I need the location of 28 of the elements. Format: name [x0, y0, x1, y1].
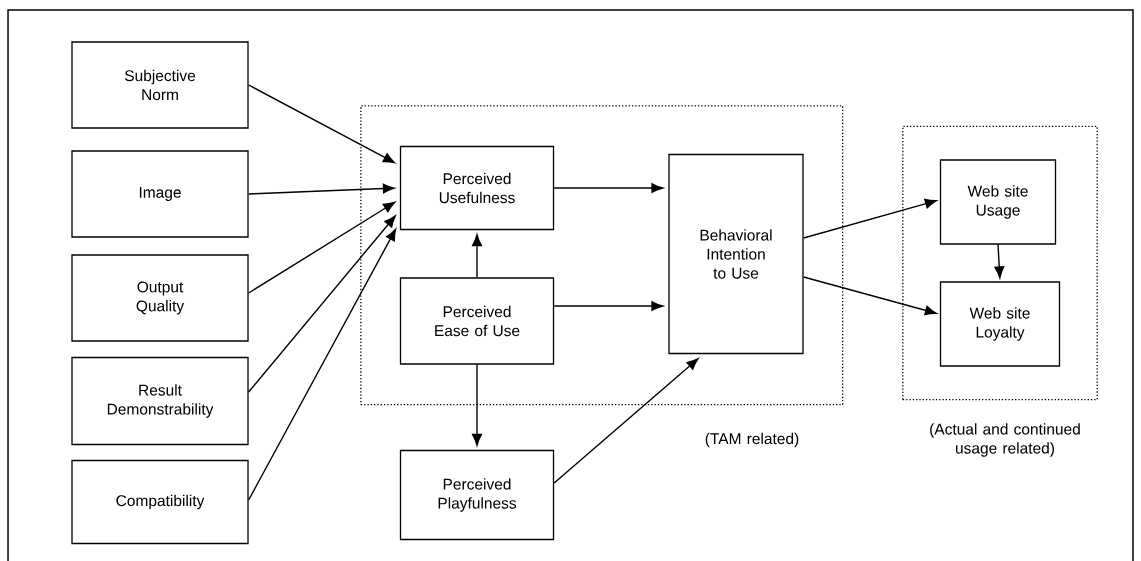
arrow [553, 301, 664, 311]
concept-box: Web site Loyalty [939, 281, 1061, 367]
arrow [247, 201, 396, 294]
concept-box: Perceived Ease of Use [399, 277, 555, 365]
concept-box: Output Quality [71, 254, 249, 342]
concept-box: Result Demonstrability [71, 356, 249, 446]
arrow [247, 84, 396, 164]
group-box [902, 125, 1098, 401]
arrow [247, 215, 396, 393]
arrow [553, 183, 664, 193]
arrow [802, 276, 937, 316]
arrow [553, 358, 699, 484]
concept-box: Web site Usage [939, 159, 1057, 245]
arrow [247, 183, 395, 195]
arrow [472, 234, 482, 279]
concept-box: Perceived Usefulness [399, 145, 555, 231]
arrow [247, 228, 397, 501]
group-caption: (Actual and continued usage related) [930, 423, 1080, 457]
group-caption: (TAM related) [705, 432, 799, 448]
arrow [802, 198, 937, 239]
arrow [472, 363, 482, 446]
concept-box: Perceived Playfulness [399, 449, 555, 541]
concept-box: Compatibility [71, 459, 249, 545]
arrow [994, 243, 1005, 279]
concept-box: Subjective Norm [71, 41, 249, 129]
concept-box: Behavioral Intention to Use [668, 153, 804, 355]
concept-box: Image [71, 150, 249, 238]
group-box [360, 105, 844, 406]
